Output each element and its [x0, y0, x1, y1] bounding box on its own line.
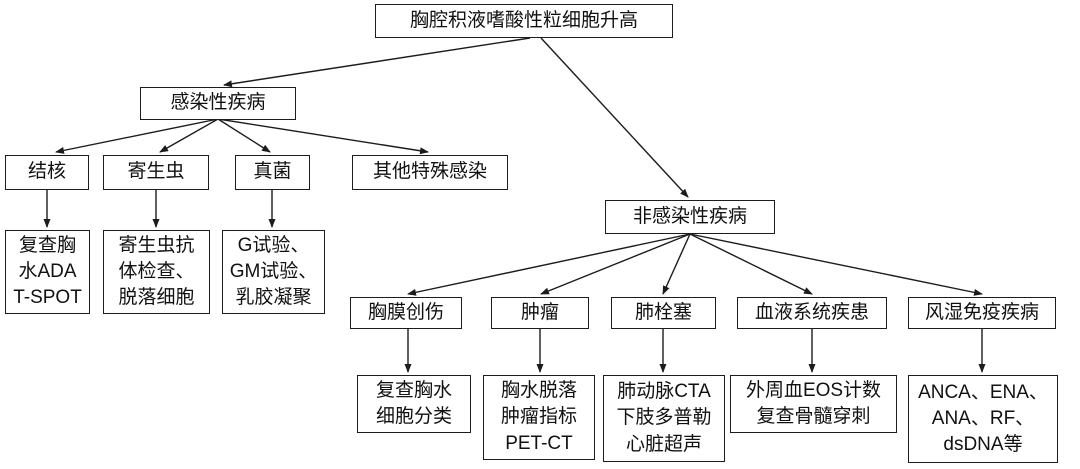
- node-tb: 结核: [5, 155, 89, 190]
- arrow-infectious-to-other-infection: [217, 118, 429, 155]
- node-pleural-trauma-workup: 复查胸水 细胞分类: [357, 375, 471, 433]
- arrow-noninfectious-to-rheumatic: [689, 233, 983, 296]
- arrow-root-to-noninfectious: [540, 37, 689, 198]
- node-parasite-workup: 寄生虫抗 体检查、 脱落细胞: [103, 230, 210, 314]
- node-hematologic-workup: 外周血EOS计数 复查骨髓穿刺: [730, 375, 897, 433]
- node-root: 胸腔积液嗜酸性粒细胞升高: [375, 4, 673, 38]
- arrow-infectious-to-fungus: [217, 118, 271, 153]
- node-tb-workup: 复查胸 水ADA T-SPOT: [5, 230, 90, 314]
- node-pe-workup: 肺动脉CTA 下肢多普勒 心脏超声: [603, 375, 725, 462]
- node-fungus-workup: G试验、 GM试验、 乳胶凝聚: [222, 230, 325, 314]
- arrow-infectious-to-tb: [55, 118, 219, 154]
- arrow-noninfectious-to-hematologic: [689, 233, 813, 295]
- arrow-root-to-infectious: [223, 37, 531, 88]
- arrow-noninfectious-to-tumor: [540, 233, 691, 295]
- node-infectious: 感染性疾病: [140, 87, 296, 120]
- node-fungus: 真菌: [235, 155, 310, 190]
- node-hematologic: 血液系统疾患: [737, 297, 887, 329]
- node-noninfectious: 非感染性疾病: [605, 200, 775, 234]
- node-parasite: 寄生虫: [103, 155, 209, 190]
- node-tumor-workup: 胸水脱落 肿瘤指标 PET-CT: [483, 375, 595, 460]
- arrow-noninfectious-to-pleural-trauma: [407, 233, 691, 296]
- node-other-infection: 其他特殊感染: [352, 155, 508, 190]
- node-rheumatic: 风湿免疫疾病: [908, 297, 1056, 329]
- node-pleural-trauma: 胸膜创伤: [350, 297, 462, 329]
- arrow-noninfectious-to-pe: [662, 233, 691, 295]
- arrow-infectious-to-parasite: [159, 118, 219, 153]
- node-pe: 肺栓塞: [611, 297, 716, 329]
- node-tumor: 肿瘤: [491, 297, 589, 329]
- node-rheumatic-workup: ANCA、ENA、 ANA、RF、 dsDNA等: [908, 375, 1058, 463]
